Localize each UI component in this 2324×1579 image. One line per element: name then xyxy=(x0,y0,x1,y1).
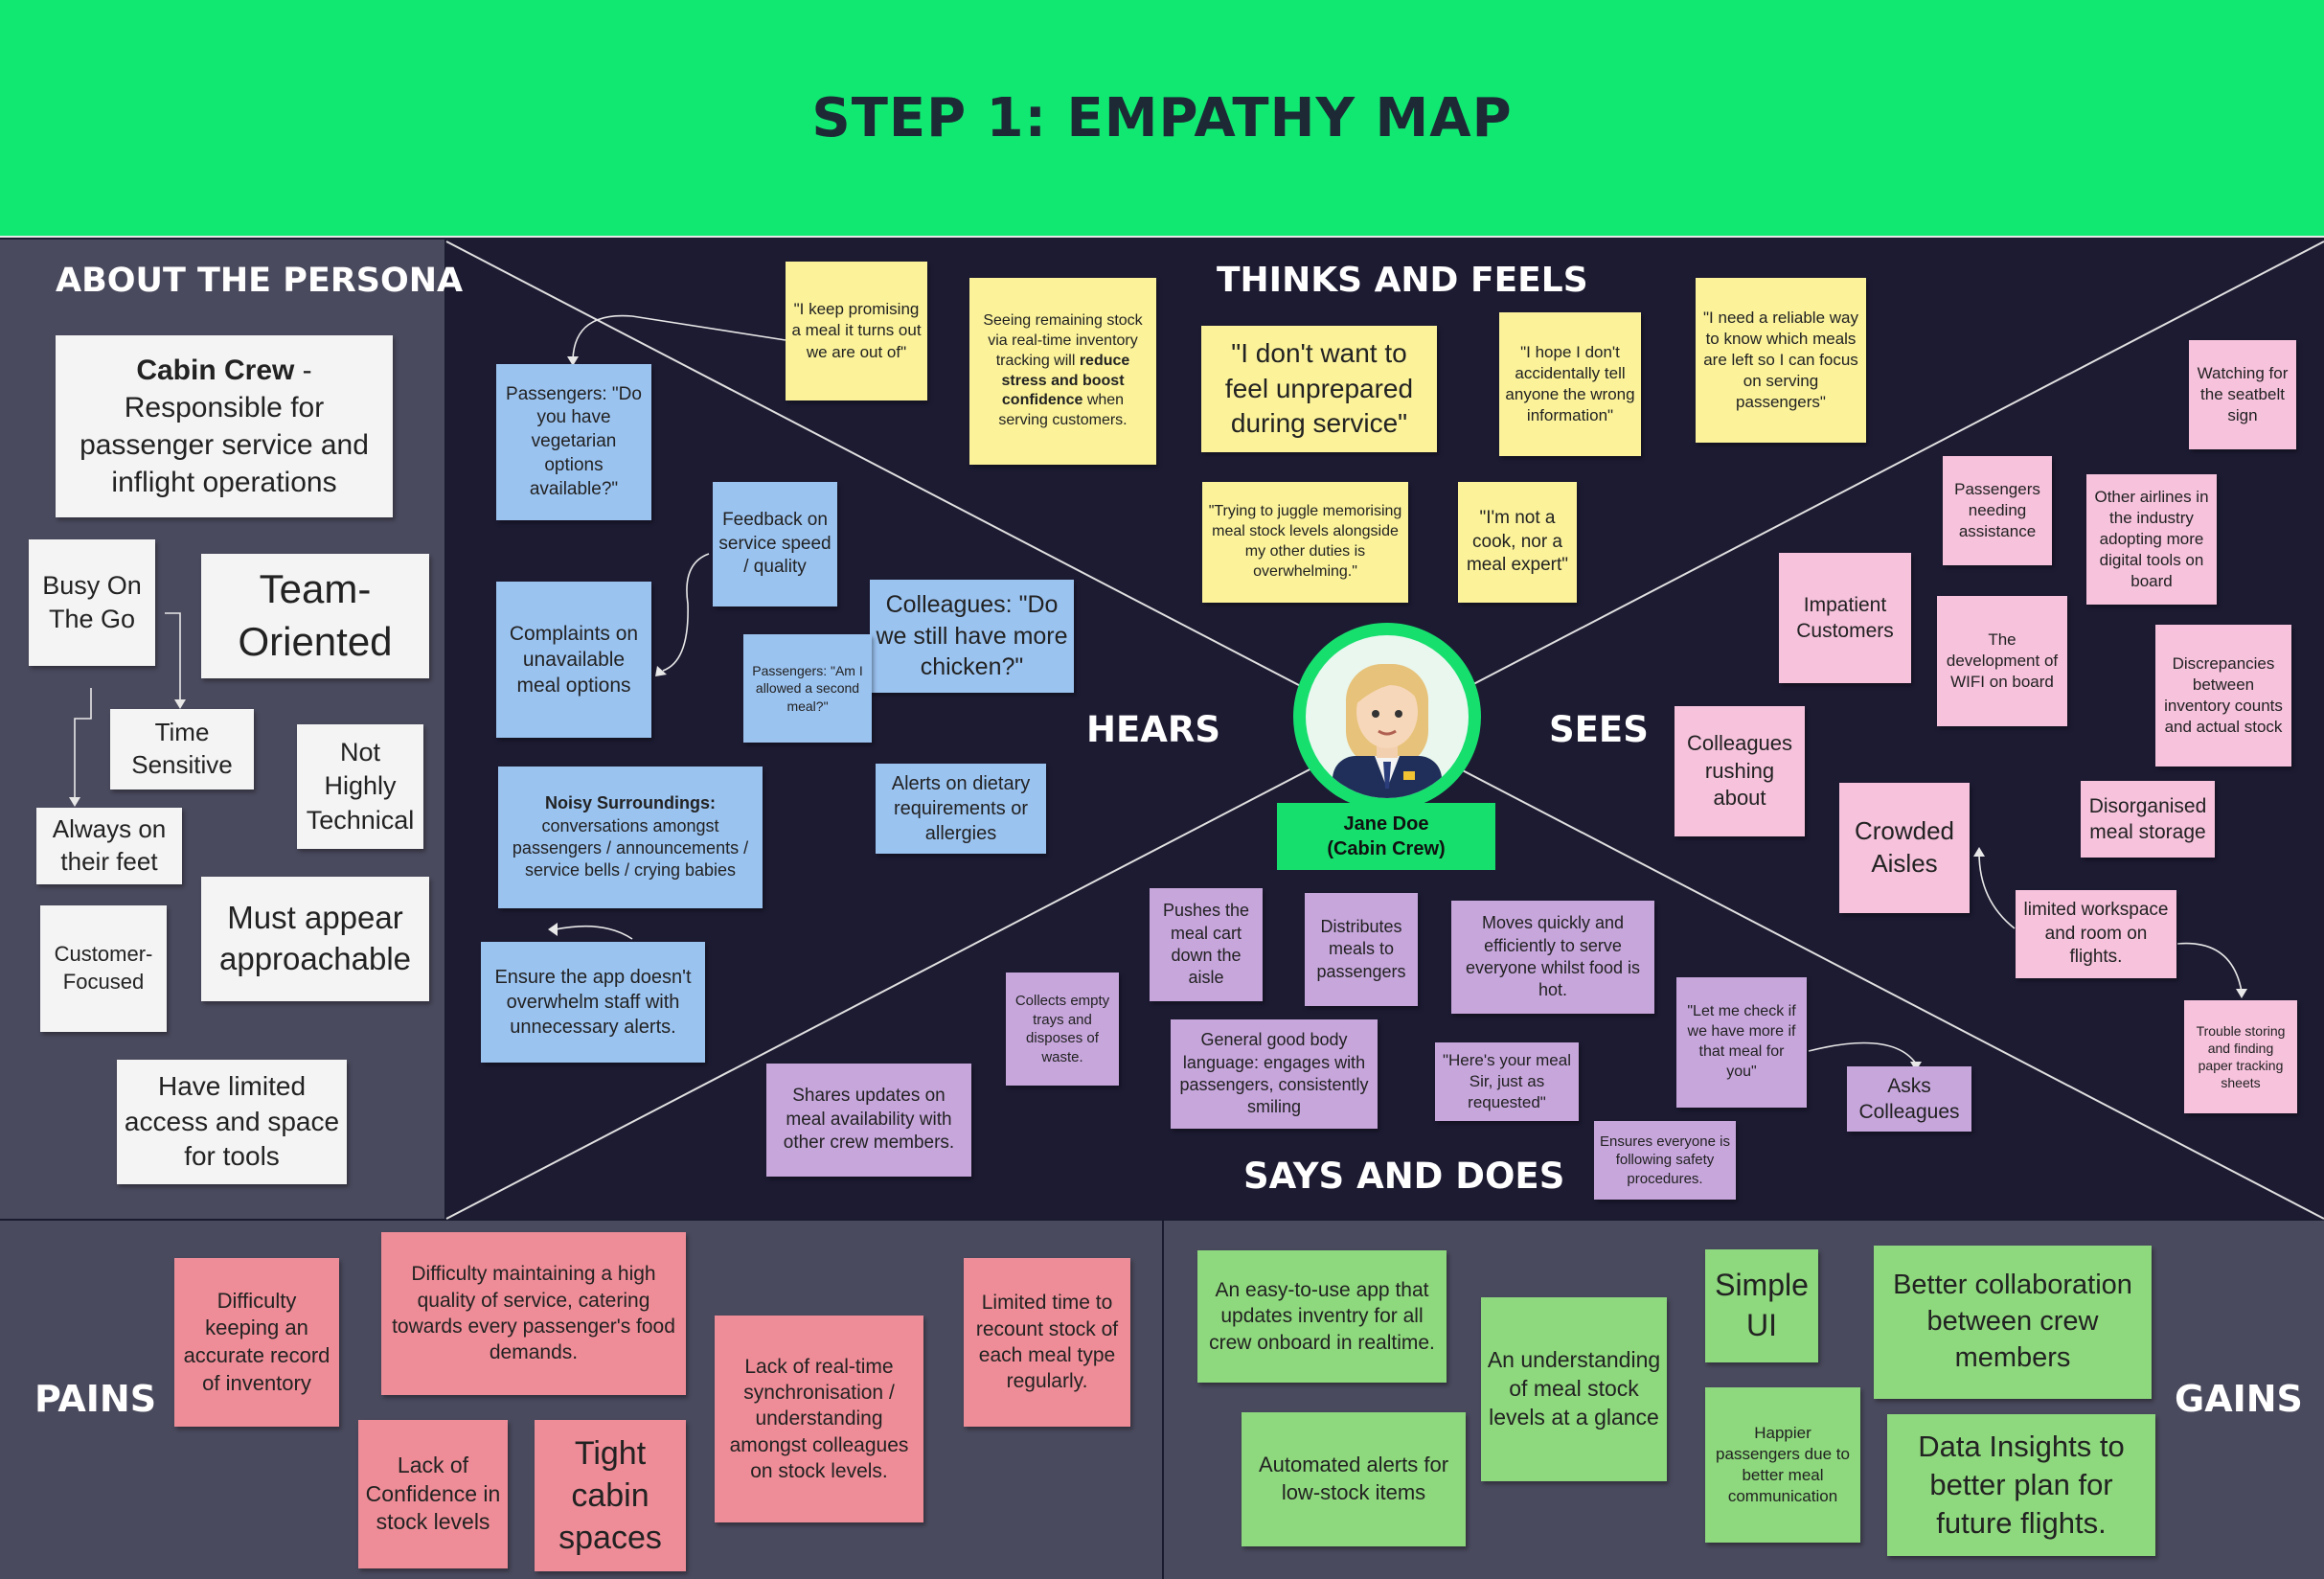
persona-trait-note: Busy On The Go xyxy=(29,539,155,666)
sees-title: SEES xyxy=(1549,709,1649,750)
says-note: Asks Colleagues xyxy=(1847,1066,1971,1132)
thinks-note: "I don't want to feel unprepared during … xyxy=(1201,326,1437,452)
pains-note: Difficulty keeping an accurate record of… xyxy=(174,1258,339,1427)
persona-trait-note: Always on their feet xyxy=(36,808,182,884)
thinks-note: "Trying to juggle memorising meal stock … xyxy=(1202,482,1408,603)
sees-note: Trouble storing and finding paper tracki… xyxy=(2184,1000,2297,1113)
hears-note: Ensure the app doesn't overwhelm staff w… xyxy=(481,942,705,1063)
thinks-bold-text: reduce stress and boost confidence xyxy=(1001,352,1130,409)
hears-title: HEARS xyxy=(1086,709,1221,750)
thinks-text: Seeing remaining stock via real-time inv… xyxy=(983,312,1143,369)
sees-note: Discrepancies between inventory counts a… xyxy=(2155,625,2291,767)
persona-name-box: Jane Doe (Cabin Crew) xyxy=(1277,803,1495,870)
hears-note: Complaints on unavailable meal options xyxy=(496,582,651,738)
sees-note: Passengers needing assistance xyxy=(1943,456,2052,565)
pains-note: Tight cabin spaces xyxy=(535,1420,686,1571)
sees-note: The development of WIFI on board xyxy=(1937,596,2067,726)
sees-note: Colleagues rushing about xyxy=(1675,706,1805,836)
says-does-title: SAYS AND DOES xyxy=(1243,1156,1565,1197)
hears-note: Alerts on dietary requirements or allerg… xyxy=(876,764,1046,854)
says-note: "Here's your meal Sir, just as requested… xyxy=(1435,1042,1579,1121)
pains-note: Lack of real-time synchronisation / unde… xyxy=(715,1316,923,1522)
persona-trait-note: Have limited access and space for tools xyxy=(117,1060,347,1184)
persona-name: Jane Doe xyxy=(1343,813,1429,835)
persona-trait-note: Team-Oriented xyxy=(201,554,429,678)
persona-section-title: ABOUT THE PERSONA xyxy=(56,262,464,300)
thinks-note: "I keep promising a meal it turns out we… xyxy=(786,262,927,400)
says-note: "Let me check if we have more if that me… xyxy=(1676,977,1807,1108)
gains-note: Better collaboration between crew member… xyxy=(1874,1246,2152,1399)
header-banner: STEP 1: EMPATHY MAP xyxy=(0,0,2324,238)
persona-trait-note: Must appear approachable xyxy=(201,877,429,1001)
persona-role: (Cabin Crew) xyxy=(1327,838,1446,859)
says-note: Moves quickly and efficiently to serve e… xyxy=(1451,901,1654,1014)
gains-note: Simple UI xyxy=(1705,1249,1818,1362)
persona-role-note: Cabin Crew - Responsible for passenger s… xyxy=(56,335,393,517)
persona-trait-note: Time Sensitive xyxy=(110,709,254,790)
sees-note: Crowded Aisles xyxy=(1839,783,1970,913)
pains-note: Lack of Confidence in stock levels xyxy=(358,1420,508,1568)
says-note: Ensures everyone is following safety pro… xyxy=(1594,1121,1736,1200)
gains-note: An easy-to-use app that updates inventry… xyxy=(1197,1250,1447,1383)
avatar-icon xyxy=(1306,635,1469,798)
persona-avatar xyxy=(1293,623,1481,811)
page-title: STEP 1: EMPATHY MAP xyxy=(811,86,1513,149)
thinks-note: "I hope I don't accidentally tell anyone… xyxy=(1499,312,1641,456)
says-note: General good body language: engages with… xyxy=(1171,1019,1378,1129)
says-note: Distributes meals to passengers xyxy=(1305,893,1418,1006)
pains-title: PAINS xyxy=(34,1378,157,1420)
persona-role-desc: - Responsible for passenger service and … xyxy=(80,355,369,498)
gains-note: Automated alerts for low-stock items xyxy=(1242,1412,1466,1546)
hears-note: Noisy Surroundings: conversations amongs… xyxy=(498,767,763,908)
sees-note: Impatient Customers xyxy=(1779,553,1911,683)
hears-note: Passengers: "Am I allowed a second meal?… xyxy=(743,634,872,743)
gains-note: Data Insights to better plan for future … xyxy=(1887,1414,2155,1556)
hears-note: Passengers: "Do you have vegetarian opti… xyxy=(496,364,651,520)
thinks-feels-title: THINKS AND FEELS xyxy=(1217,261,1588,300)
pains-note: Difficulty maintaining a high quality of… xyxy=(381,1232,686,1395)
thinks-note: Seeing remaining stock via real-time inv… xyxy=(969,278,1156,465)
sees-note: limited workspace and room on flights. xyxy=(2016,890,2176,978)
persona-trait-note: Not Highly Technical xyxy=(297,724,423,849)
thinks-note: "I'm not a cook, nor a meal expert" xyxy=(1458,482,1577,603)
gains-note: An understanding of meal stock levels at… xyxy=(1481,1297,1667,1481)
sees-note: Disorganised meal storage xyxy=(2081,781,2215,858)
sees-note: Watching for the seatbelt sign xyxy=(2189,340,2296,449)
sees-note: Other airlines in the industry adopting … xyxy=(2086,474,2217,605)
pains-note: Limited time to recount stock of each me… xyxy=(964,1258,1130,1427)
hears-note-body: conversations amongst passengers / annou… xyxy=(512,815,749,881)
hears-note: Feedback on service speed / quality xyxy=(713,482,837,606)
thinks-text: when serving customers. xyxy=(998,392,1128,429)
persona-role-title: Cabin Crew xyxy=(136,355,295,386)
thinks-note: "I need a reliable way to know which mea… xyxy=(1696,278,1866,443)
gains-title: GAINS xyxy=(2175,1378,2303,1420)
says-note: Shares updates on meal availability with… xyxy=(766,1064,971,1177)
says-note: Pushes the meal cart down the aisle xyxy=(1150,888,1263,1001)
says-note: Collects empty trays and disposes of was… xyxy=(1006,973,1119,1086)
persona-trait-note: Customer-Focused xyxy=(40,905,167,1032)
gains-note: Happier passengers due to better meal co… xyxy=(1705,1387,1860,1543)
hears-note: Colleagues: "Do we still have more chick… xyxy=(870,580,1074,693)
hears-note-heading: Noisy Surroundings: xyxy=(544,793,716,813)
